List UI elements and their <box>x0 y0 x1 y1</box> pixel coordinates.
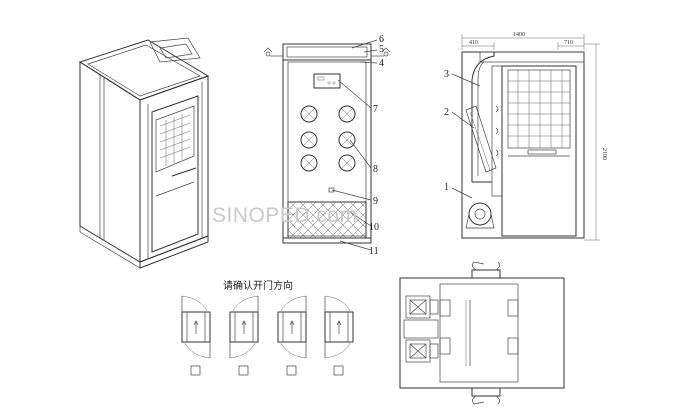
callout-2: 2 <box>444 107 449 118</box>
callout-8: 8 <box>373 164 378 175</box>
callout-3: 3 <box>444 69 449 80</box>
iso-left-face <box>79 61 141 263</box>
plan-door-bottom <box>471 388 501 397</box>
door-option-checkbox[interactable] <box>333 365 344 376</box>
front-brackets <box>263 47 391 57</box>
watermark: SINOPED.com <box>212 204 358 227</box>
callout-4: 4 <box>379 58 384 69</box>
plan-fan-units <box>403 295 439 363</box>
side-door <box>501 65 577 237</box>
side-door-handle <box>527 149 557 155</box>
callout-10: 10 <box>369 222 379 233</box>
isometric-view <box>78 37 210 269</box>
callout-11: 11 <box>369 246 379 257</box>
front-base <box>282 237 372 244</box>
infrared-sensor <box>328 187 335 193</box>
door-direction-section: 请确认开门方向 <box>181 279 354 376</box>
plan-door-top <box>471 269 501 278</box>
air-duct <box>471 52 495 183</box>
door-option <box>277 295 307 359</box>
nozzle <box>338 154 356 172</box>
control-panel <box>313 73 341 89</box>
nozzle <box>338 131 356 149</box>
nozzle <box>300 154 318 172</box>
side-body <box>461 51 585 239</box>
dim-top-total: 1400 <box>513 32 525 38</box>
nozzle <box>300 131 318 149</box>
front-section-view: 6 5 4 7 8 9 10 11 <box>263 34 391 257</box>
dimension-lines <box>461 34 600 241</box>
callout-7: 7 <box>373 104 378 115</box>
dim-height: 2100 <box>601 148 607 160</box>
iso-door <box>151 95 199 253</box>
iso-door-window <box>155 105 195 173</box>
dim-top-right: 710 <box>564 40 573 46</box>
callout-9: 9 <box>373 196 378 207</box>
callout-5: 5 <box>379 44 384 55</box>
door-option <box>324 295 354 359</box>
door-option <box>181 295 211 359</box>
door-option <box>229 295 259 359</box>
iso-fan-box <box>149 37 201 63</box>
hepa-filter <box>465 105 497 173</box>
nozzle <box>300 105 318 123</box>
side-view: 1400 410 710 2100 <box>444 32 607 241</box>
callout-1: 1 <box>444 182 449 193</box>
door-option-checkbox[interactable] <box>238 365 249 376</box>
plan-view <box>399 261 565 405</box>
callout-6: 6 <box>379 34 384 45</box>
side-door-window <box>507 69 571 149</box>
plan-outer <box>399 277 565 389</box>
nozzle <box>338 105 356 123</box>
nozzles <box>300 105 356 172</box>
iso-door-handle <box>171 167 197 177</box>
dim-top-left: 410 <box>469 40 478 46</box>
door-direction-title: 请确认开门方向 <box>223 279 293 292</box>
door-option-checkbox[interactable] <box>190 365 201 376</box>
door-option-checkbox[interactable] <box>286 365 297 376</box>
blower-fan <box>468 202 492 226</box>
